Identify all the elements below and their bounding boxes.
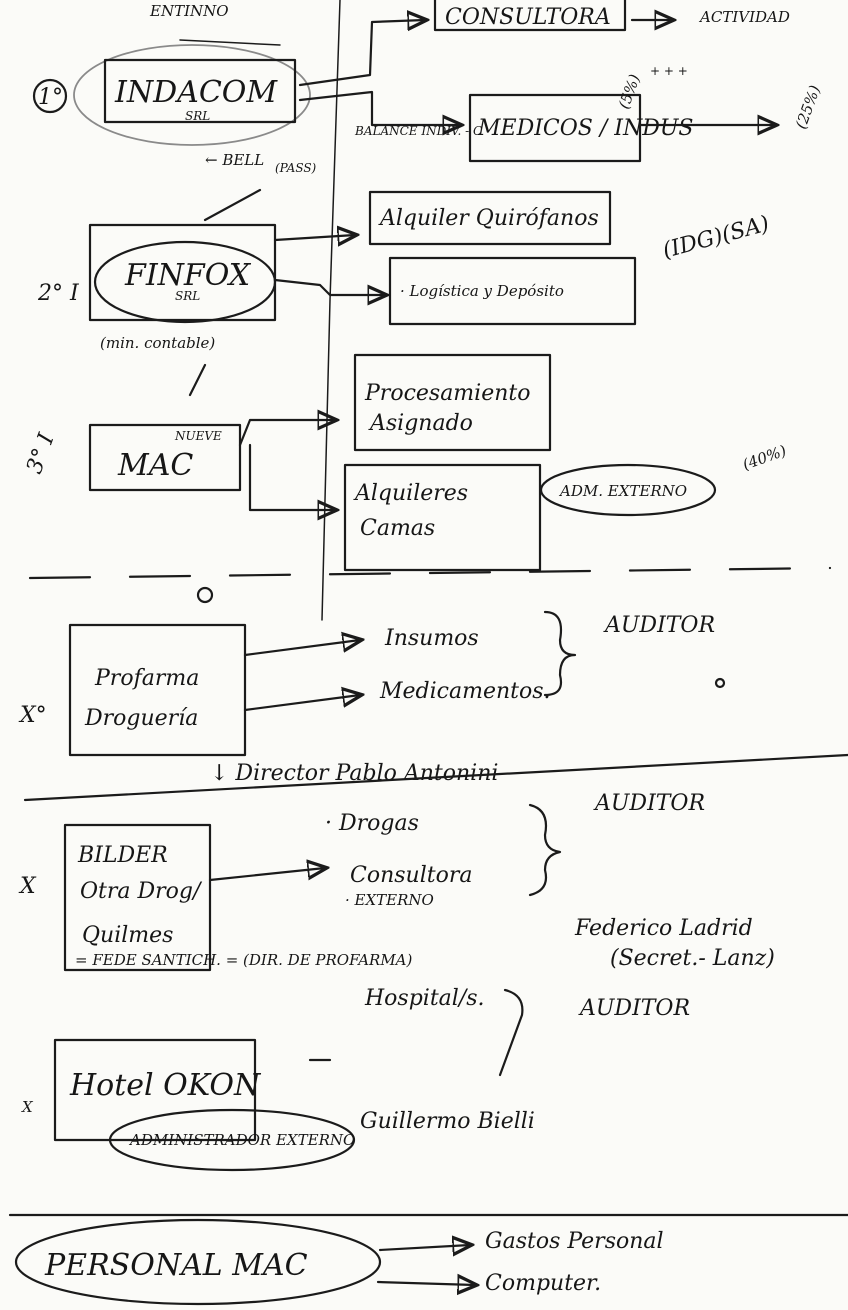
admin-ext-ellipse (108, 1108, 356, 1172)
mac-label: MAC (117, 448, 193, 483)
arrow-to-procesamiento (238, 420, 335, 447)
bilder-marker: X (18, 874, 37, 899)
indacom-type: SRL (185, 109, 210, 123)
finfox-ellipse (93, 240, 277, 324)
alquileres-label: Alquileres (353, 481, 468, 506)
gastos-label: Gastos Personal (485, 1229, 664, 1254)
quirofanos-box (368, 190, 612, 246)
arrow-to-gastos (378, 1245, 470, 1250)
dot (714, 677, 726, 689)
otra-drog-label: Otra Drog/ (80, 879, 203, 904)
group2-pct: (IDG)(SA) (660, 211, 772, 263)
profarma-label: Profarma (94, 666, 199, 691)
logistica-label: · Logística y Depósito (400, 282, 564, 300)
bell-note: ← BELL (205, 151, 264, 169)
pct-right: (25%) (792, 83, 824, 132)
group3-marker: 3° I (22, 429, 60, 477)
camas-label: Camas (360, 516, 435, 541)
vertical-divider (321, 0, 341, 621)
finfox-label: FINFOX (124, 258, 252, 293)
consultora-ext-label: Consultora (350, 863, 472, 888)
computer-label: Computer. (485, 1271, 601, 1296)
consultora-box (433, 0, 627, 32)
connector-2-3 (188, 363, 207, 397)
bilder-label: BILDER (77, 843, 168, 868)
drogas-label: · Drogas (325, 811, 419, 836)
arrow-to-consultora-ext (208, 868, 325, 882)
bilder-role: AUDITOR (593, 791, 705, 816)
profarma-marker: X° (18, 703, 47, 728)
admin-ext-label: ADMINISTRADOR EXTERNO (128, 1131, 355, 1149)
brace-2 (528, 803, 562, 897)
arrow-to-insumos (243, 640, 360, 657)
indacom-ellipse (73, 44, 311, 146)
consultora-label: CONSULTORA (445, 5, 611, 30)
hospital-label: Hospital/s. (364, 986, 485, 1011)
drogueria-label: Droguería (84, 706, 198, 731)
federico-sub: (Secret.- Lanz) (610, 946, 775, 971)
finfox-note: (min. contable) (100, 334, 215, 352)
adm-externo-label: ADM. EXTERNO (558, 482, 687, 500)
hotel-marker: X (21, 1098, 34, 1116)
procesamiento-box (353, 353, 552, 452)
arrow-to-alquileres (248, 443, 335, 510)
bilder-role2: AUDITOR (578, 996, 690, 1021)
adm-externo-ellipse (539, 463, 717, 517)
group2-marker: 2° I (37, 281, 80, 306)
mac-sub: NUEVE (174, 429, 222, 443)
group1-marker: 1° (38, 85, 63, 110)
quilmes-label: Quilmes (82, 923, 173, 948)
group3-pct: (40%) (740, 441, 789, 473)
procesamiento-label: Procesamiento (364, 381, 530, 406)
marker-circle (32, 78, 68, 114)
personal-mac-ellipse (14, 1218, 382, 1306)
arrow-to-consultora (298, 20, 425, 87)
person-label: Guillermo Bielli (360, 1109, 535, 1134)
top-note: ENTINNO (149, 2, 229, 20)
pass-note: (PASS) (275, 161, 317, 175)
bilder-box (63, 823, 212, 972)
arrow-to-logistica (273, 278, 385, 295)
mac-box (88, 423, 242, 492)
medicos-box (468, 93, 642, 163)
actividad-label: ACTIVIDAD (698, 8, 790, 26)
asignado-label: Asignado (368, 411, 473, 436)
connector-1-2 (203, 188, 262, 222)
brace (543, 610, 577, 697)
fede-note: = FEDE SANTICH. = (DIR. DE PROFARMA) (75, 951, 413, 969)
hospital-brace (498, 988, 524, 1077)
personal-mac-label: PERSONAL MAC (44, 1248, 308, 1283)
indacom-box (103, 58, 297, 124)
small-circle (196, 586, 214, 604)
hotel-label: Hotel OKON (69, 1068, 262, 1103)
quirofanos-label: Alquiler Quirófanos (378, 206, 599, 231)
balance-note: BALANCE INDIV. - C (354, 124, 482, 138)
underline (179, 39, 281, 46)
dashed-divider (28, 566, 832, 580)
indacom-label: INDACOM (114, 75, 278, 110)
alquileres-box (343, 463, 542, 572)
profarma-box (68, 623, 247, 757)
arrow-to-computer (376, 1282, 475, 1285)
finfox-type: SRL (175, 289, 200, 303)
plus-marks: + + + (650, 64, 688, 78)
arrow-to-medicamentos (243, 695, 360, 712)
federico-label: Federico Ladrid (574, 916, 753, 941)
arrow-to-quirofanos (273, 235, 355, 240)
externo-label: · EXTERNO (345, 891, 434, 909)
medicamentos-label: Medicamentos. (379, 679, 551, 704)
arrow-to-medicos (298, 90, 460, 125)
insumos-label: Insumos (384, 626, 479, 651)
medicos-label: MEDICOS / INDUS (477, 116, 693, 141)
profarma-role: AUDITOR (603, 613, 715, 638)
finfox-box (88, 223, 277, 322)
divider-1 (23, 753, 848, 802)
hotel-box (53, 1038, 257, 1142)
logistica-box (388, 256, 637, 326)
